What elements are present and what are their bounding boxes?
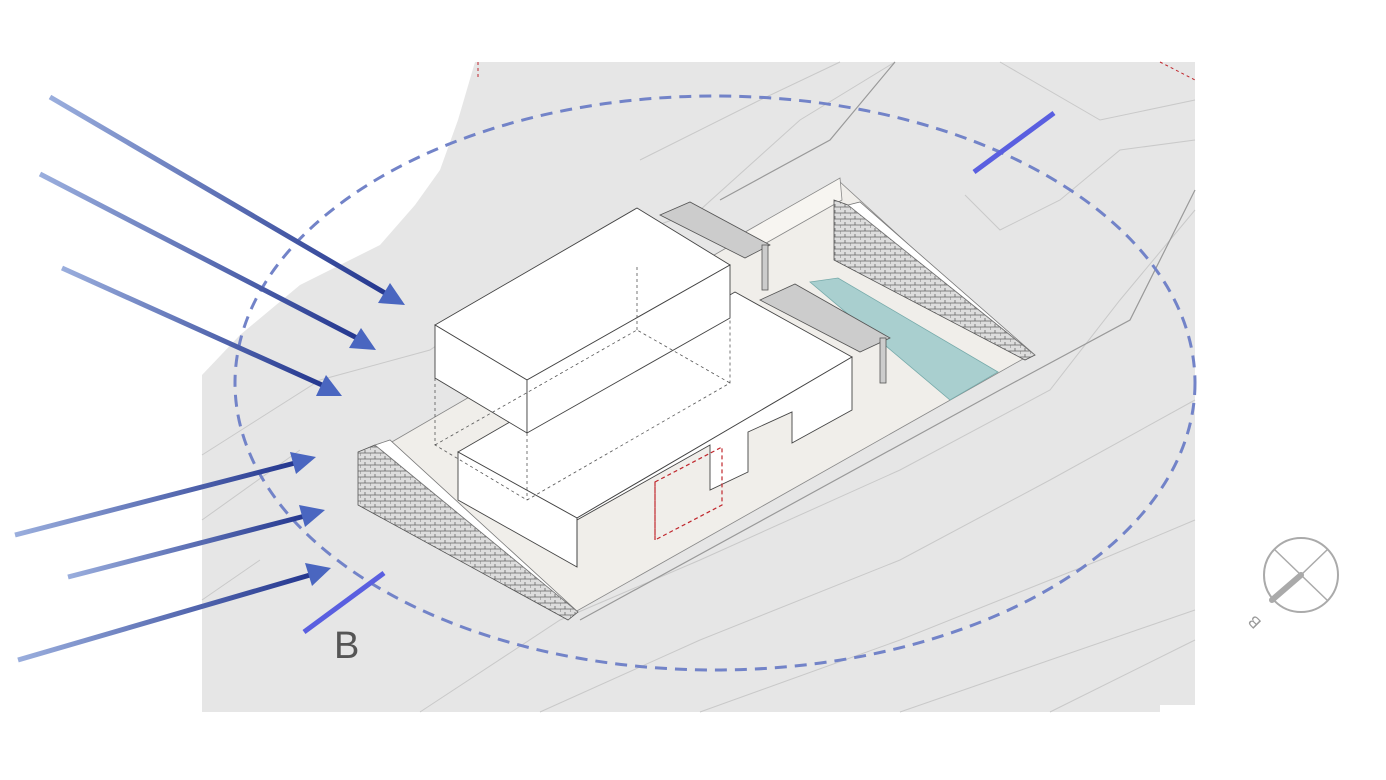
wind-arrow (38, 171, 376, 350)
wind-arrows (14, 94, 405, 663)
section-label: B (334, 625, 359, 667)
hidden-lines (434, 265, 731, 501)
compass-label: B (1245, 612, 1265, 632)
site-boundary-north (719, 61, 896, 201)
wind-arrow (48, 94, 405, 305)
wind-arrow (17, 563, 331, 663)
wall-top-right (847, 201, 1036, 356)
influence-ellipse (233, 94, 1197, 672)
wind-arrow (14, 452, 316, 538)
section-line-south (302, 570, 386, 635)
brick-wall-right (833, 199, 1036, 361)
red-boundary-mark (477, 61, 1196, 81)
pergola-north (659, 201, 771, 291)
pool (809, 277, 999, 401)
brick-wall-left (357, 444, 579, 621)
site-boundary (579, 189, 1196, 621)
wind-arrow (67, 505, 325, 580)
red-dashed-entrance (654, 446, 723, 541)
wall-top-left (374, 439, 579, 613)
north-compass: B (1245, 537, 1339, 632)
wind-arrow (60, 265, 342, 396)
section-line-north (972, 110, 1056, 175)
pergola-south (759, 283, 891, 384)
